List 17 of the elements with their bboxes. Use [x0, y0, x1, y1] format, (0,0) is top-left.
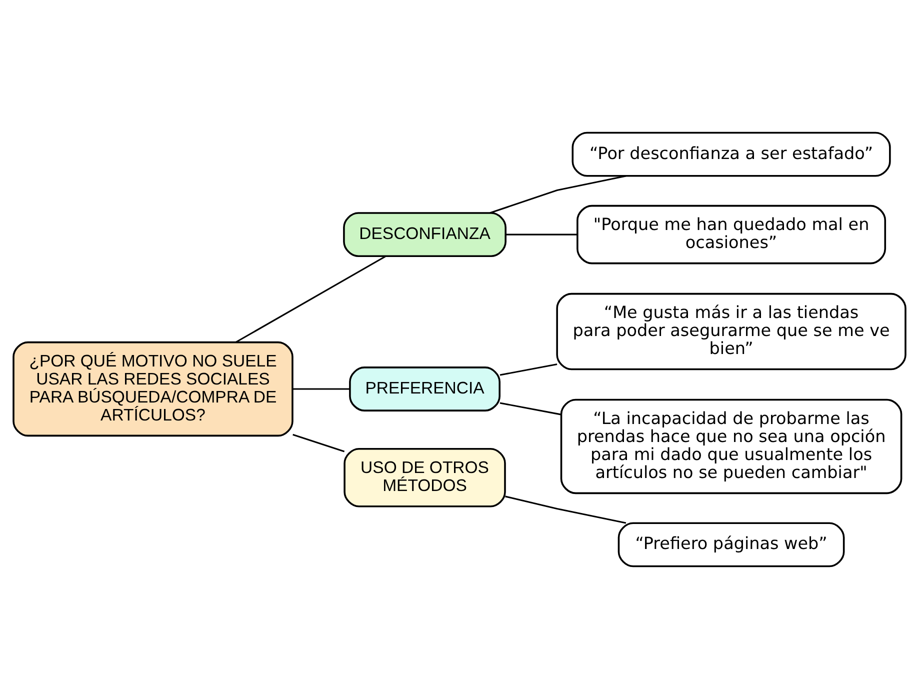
- node-box: “Me gusta más ir a las tiendas para poder asegurarme que se me ve bien”: [556, 292, 906, 370]
- node-box: "Porque me han quedado mal en ocasiones”: [576, 204, 886, 264]
- connector: [500, 402, 562, 415]
- node-box: ¿POR QUÉ MOTIVO NO SUELE USAR LAS REDES SOCIALES PARA BÚSQUEDA/COMPRA DE ARTÍCULOS?: [12, 340, 294, 436]
- node-box: “Por desconfianza a ser estafado”: [572, 131, 891, 176]
- node-box: USO DE OTROS MÉTODOS: [344, 447, 506, 507]
- connector: [505, 495, 626, 524]
- connector: [292, 433, 345, 452]
- node-box: “La incapacidad de probarme las prendas hace que no sea una opción para mi dado que usualmente los artículos no se pueden cambiar": [560, 398, 902, 494]
- node-box: “Prefiero páginas web”: [618, 522, 845, 567]
- connector: [235, 255, 386, 342]
- connector: [490, 174, 626, 214]
- node-box: PREFERENCIA: [349, 366, 500, 411]
- connector: [506, 233, 578, 235]
- node-box: DESCONFIANZA: [343, 212, 506, 256]
- connector: [292, 388, 350, 390]
- connector: [500, 362, 558, 376]
